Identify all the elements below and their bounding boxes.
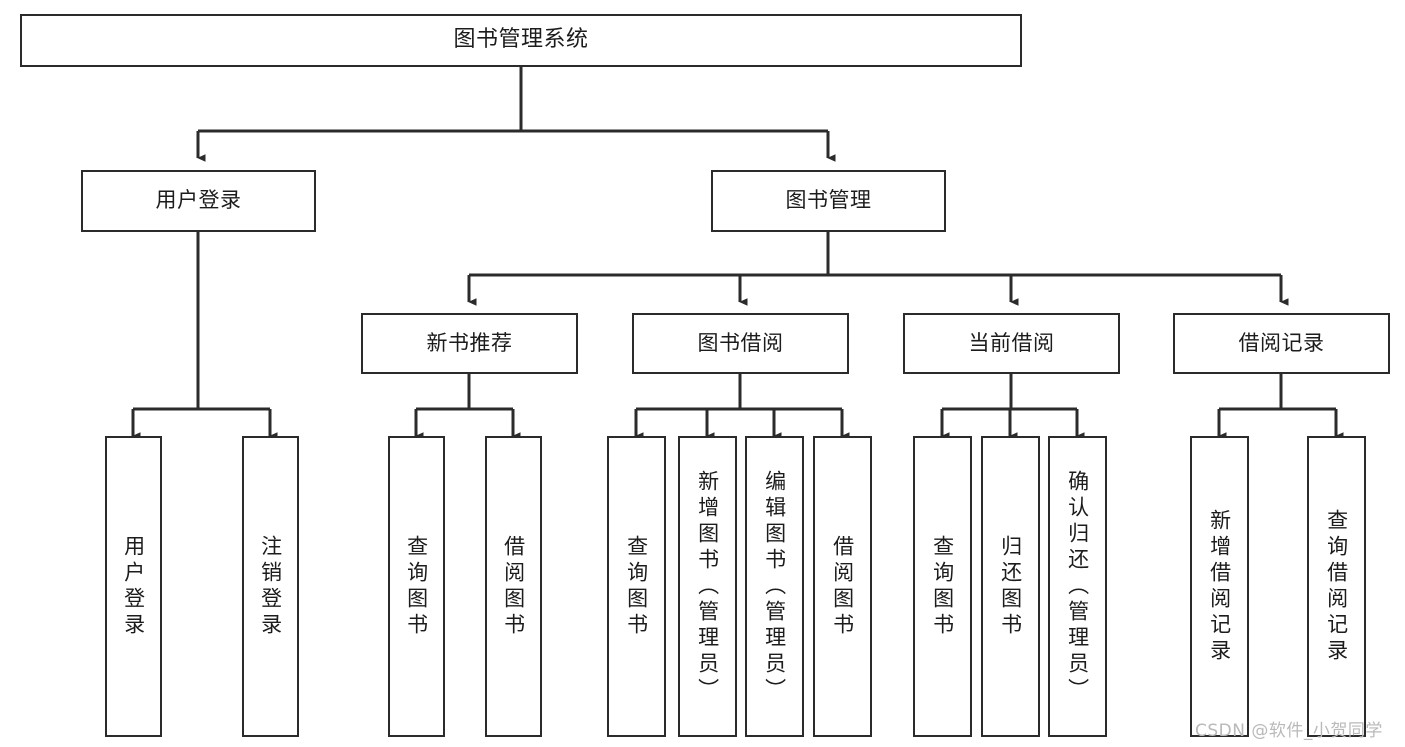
node-current-borrow[interactable]: 当前借阅 bbox=[903, 313, 1120, 374]
node-user-login[interactable]: 用户登录 bbox=[81, 170, 316, 232]
node-leaf-borrow-book[interactable]: 借阅图书 bbox=[813, 436, 872, 737]
node-leaf-logout[interactable]: 注销登录 bbox=[242, 436, 299, 737]
node-label-borrow-record: 借阅记录 bbox=[1238, 330, 1325, 355]
node-new-book-recommend[interactable]: 新书推荐 bbox=[361, 313, 578, 374]
node-leaf-query-borrow-record[interactable]: 查询借阅记录 bbox=[1307, 436, 1366, 737]
node-label-leaf-return-book: 归还图书 bbox=[998, 534, 1023, 639]
node-label-leaf-query-book-borrow: 查询图书 bbox=[624, 534, 649, 639]
node-leaf-edit-book-admin[interactable]: 编辑图书（管理员） bbox=[745, 436, 804, 737]
node-label-leaf-query-book-rec: 查询图书 bbox=[404, 534, 429, 639]
connector-lines bbox=[131, 67, 1344, 440]
node-label-current-borrow: 当前借阅 bbox=[968, 330, 1055, 355]
node-label-leaf-user-login: 用户登录 bbox=[121, 534, 146, 639]
node-borrow-record[interactable]: 借阅记录 bbox=[1173, 313, 1390, 374]
node-label-system-root: 图书管理系统 bbox=[453, 27, 589, 53]
node-label-leaf-borrow-book: 借阅图书 bbox=[830, 534, 855, 639]
node-label-leaf-edit-book-admin: 编辑图书（管理员） bbox=[762, 469, 787, 704]
node-label-new-book-recommend: 新书推荐 bbox=[426, 330, 513, 355]
node-label-user-login: 用户登录 bbox=[155, 188, 242, 213]
node-leaf-borrow-book-rec[interactable]: 借阅图书 bbox=[485, 436, 542, 737]
node-leaf-query-book-rec[interactable]: 查询图书 bbox=[388, 436, 445, 737]
node-leaf-return-book[interactable]: 归还图书 bbox=[981, 436, 1040, 737]
node-leaf-add-borrow-record[interactable]: 新增借阅记录 bbox=[1190, 436, 1249, 737]
node-leaf-query-book-cur[interactable]: 查询图书 bbox=[913, 436, 972, 737]
node-system-root[interactable]: 图书管理系统 bbox=[20, 14, 1022, 67]
node-label-leaf-logout: 注销登录 bbox=[258, 534, 283, 639]
node-label-leaf-borrow-book-rec: 借阅图书 bbox=[501, 534, 526, 639]
node-label-leaf-add-borrow-record: 新增借阅记录 bbox=[1207, 508, 1232, 665]
node-leaf-add-book-admin[interactable]: 新增图书（管理员） bbox=[678, 436, 737, 737]
node-book-borrow[interactable]: 图书借阅 bbox=[632, 313, 849, 374]
node-label-leaf-confirm-return-admin: 确认归还（管理员） bbox=[1065, 469, 1090, 704]
node-leaf-user-login[interactable]: 用户登录 bbox=[105, 436, 162, 737]
node-label-book-management: 图书管理 bbox=[785, 188, 872, 213]
node-leaf-query-book-borrow[interactable]: 查询图书 bbox=[607, 436, 666, 737]
node-book-management[interactable]: 图书管理 bbox=[711, 170, 946, 232]
node-label-leaf-add-book-admin: 新增图书（管理员） bbox=[695, 469, 720, 704]
node-label-book-borrow: 图书借阅 bbox=[697, 330, 784, 355]
node-label-leaf-query-book-cur: 查询图书 bbox=[930, 534, 955, 639]
node-leaf-confirm-return-admin[interactable]: 确认归还（管理员） bbox=[1048, 436, 1107, 737]
node-label-leaf-query-borrow-record: 查询借阅记录 bbox=[1324, 508, 1349, 665]
